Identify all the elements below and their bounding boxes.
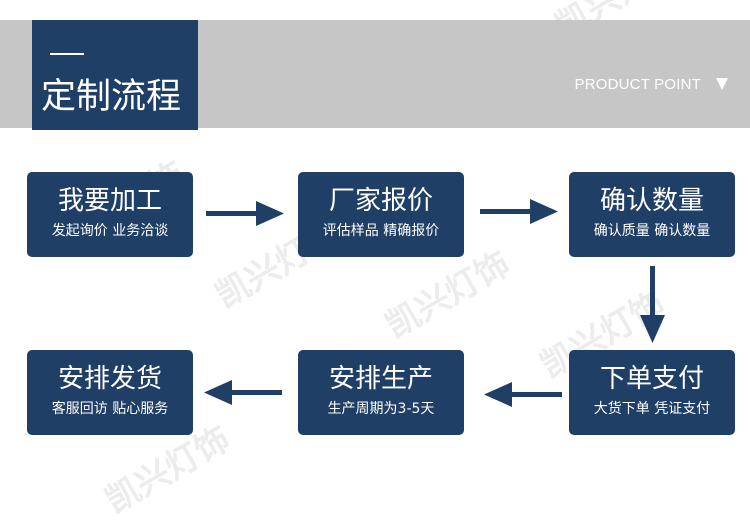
step-subtitle: 客服回访 贴心服务 — [51, 401, 169, 417]
step-production: 安排生产 生产周期为3-5天 — [298, 350, 464, 435]
title-block: 定制流程 — [32, 20, 198, 130]
arrow-right-icon — [206, 201, 284, 226]
step-subtitle: 发起询价 业务洽谈 — [51, 223, 169, 239]
step-subtitle: 大货下单 凭证支付 — [593, 401, 711, 417]
step-title: 厂家报价 — [328, 186, 433, 216]
step-inquiry: 我要加工 发起询价 业务洽谈 — [27, 172, 193, 257]
step-subtitle: 确认质量 确认数量 — [593, 223, 711, 239]
step-shipping: 安排发货 客服回访 贴心服务 — [27, 350, 193, 435]
step-subtitle: 评估样品 精确报价 — [322, 223, 440, 239]
arrow-down-icon — [640, 266, 665, 343]
step-confirm-quantity: 确认数量 确认质量 确认数量 — [569, 172, 735, 257]
step-title: 下单支付 — [599, 364, 704, 394]
step-title: 确认数量 — [599, 186, 704, 216]
page-title: 定制流程 — [41, 77, 182, 117]
step-order-payment: 下单支付 大货下单 凭证支付 — [569, 350, 735, 435]
arrow-left-icon — [204, 380, 282, 405]
step-subtitle: 生产周期为3-5天 — [327, 401, 435, 417]
step-title: 安排发货 — [57, 364, 162, 394]
arrow-left-icon — [484, 382, 562, 407]
triangle-down-icon — [716, 78, 728, 90]
step-title: 我要加工 — [57, 186, 162, 216]
product-point-label: PRODUCT POINT — [574, 76, 701, 93]
step-quotation: 厂家报价 评估样品 精确报价 — [298, 172, 464, 257]
step-title: 安排生产 — [328, 364, 433, 394]
flow-arrows — [204, 199, 665, 407]
arrow-right-icon — [480, 199, 558, 224]
title-dash — [50, 53, 84, 55]
